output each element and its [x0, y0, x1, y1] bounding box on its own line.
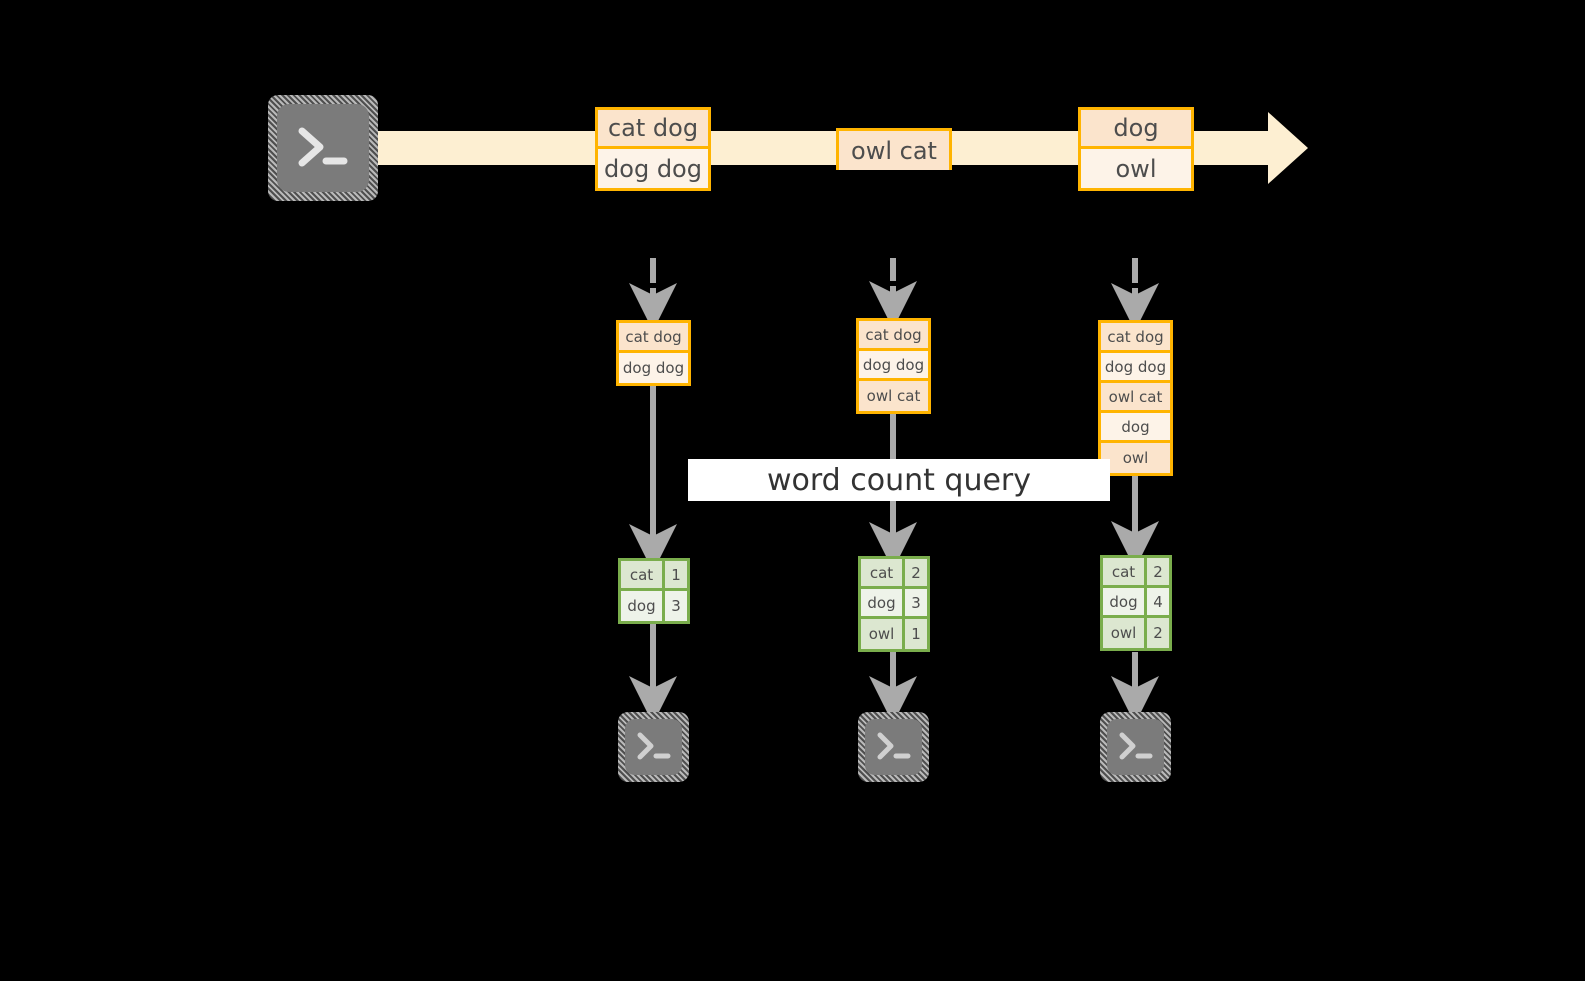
table-row: dog 4 — [1103, 588, 1169, 618]
sink-terminal-icon-3 — [1100, 712, 1171, 782]
snapshot-1-line-1: cat dog — [619, 323, 688, 353]
stream-event-3: dog owl — [1078, 107, 1194, 191]
snapshot-3-line-3: owl cat — [1101, 383, 1170, 413]
sink-terminal-icon-1 — [618, 712, 689, 782]
stream-event-1-line-1: cat dog — [598, 110, 708, 149]
snapshot-1-input: cat dog dog dog — [616, 320, 691, 386]
snapshot-3-line-5: owl — [1101, 443, 1170, 473]
result-table-1: cat 1 dog 3 — [618, 558, 690, 624]
stream-event-3-line-2: owl — [1081, 149, 1191, 188]
terminal-prompt-glyph — [637, 732, 671, 760]
terminal-face — [625, 719, 682, 775]
snapshot-2-input: cat dog dog dog owl cat — [856, 318, 931, 414]
terminal-face — [1107, 719, 1164, 775]
table-row: cat 2 — [1103, 558, 1169, 588]
stream-event-3-line-1: dog — [1081, 110, 1191, 149]
result-2-word-2: dog — [861, 589, 905, 616]
result-table-3: cat 2 dog 4 owl 2 — [1100, 555, 1172, 651]
snapshot-3-line-4: dog — [1101, 413, 1170, 443]
result-1-word-2: dog — [621, 591, 665, 621]
table-row: cat 1 — [621, 561, 687, 591]
result-1-word-1: cat — [621, 561, 665, 588]
result-2-word-1: cat — [861, 559, 905, 586]
table-row: owl 2 — [1103, 618, 1169, 648]
snapshot-2-line-1: cat dog — [859, 321, 928, 351]
result-3-count-2: 4 — [1153, 592, 1163, 611]
snapshot-3-line-1: cat dog — [1101, 323, 1170, 353]
terminal-face — [865, 719, 922, 775]
result-3-count-1: 2 — [1153, 562, 1163, 581]
table-row: dog 3 — [621, 591, 687, 621]
source-terminal-icon — [268, 95, 378, 201]
table-row: owl 1 — [861, 619, 927, 649]
query-label-text: word count query — [766, 462, 1032, 498]
result-1-count-1: 1 — [671, 565, 681, 584]
result-2-count-1: 2 — [911, 563, 921, 582]
result-3-word-1: cat — [1103, 558, 1147, 585]
result-table-2: cat 2 dog 3 owl 1 — [858, 556, 930, 652]
terminal-prompt-glyph — [877, 732, 911, 760]
result-3-word-3: owl — [1103, 618, 1147, 648]
result-3-word-2: dog — [1103, 588, 1147, 615]
query-label-band: word count query — [688, 459, 1110, 501]
stream-event-1-line-2: dog dog — [598, 149, 708, 188]
result-3-count-3: 2 — [1153, 624, 1163, 642]
snapshot-1-line-2: dog dog — [619, 353, 688, 383]
snapshot-2-line-2: dog dog — [859, 351, 928, 381]
snapshot-3-line-2: dog dog — [1101, 353, 1170, 383]
result-2-count-2: 3 — [911, 593, 921, 612]
stream-event-1: cat dog dog dog — [595, 107, 711, 191]
result-2-count-3: 1 — [911, 625, 921, 643]
snapshot-2-line-3: owl cat — [859, 381, 928, 411]
table-row: dog 3 — [861, 589, 927, 619]
terminal-prompt-glyph — [298, 127, 348, 167]
sink-terminal-icon-2 — [858, 712, 929, 782]
stream-to-snapshot-connectors — [629, 258, 1159, 331]
snapshot-3-input: cat dog dog dog owl cat dog owl — [1098, 320, 1173, 476]
stream-event-2: owl cat — [836, 128, 952, 170]
table-row: cat 2 — [861, 559, 927, 589]
result-2-word-3: owl — [861, 619, 905, 649]
stream-event-2-line-1: owl cat — [839, 131, 949, 170]
terminal-prompt-glyph — [1119, 732, 1153, 760]
result-1-count-2: 3 — [671, 597, 681, 615]
result-to-sink-connectors — [629, 622, 1159, 724]
